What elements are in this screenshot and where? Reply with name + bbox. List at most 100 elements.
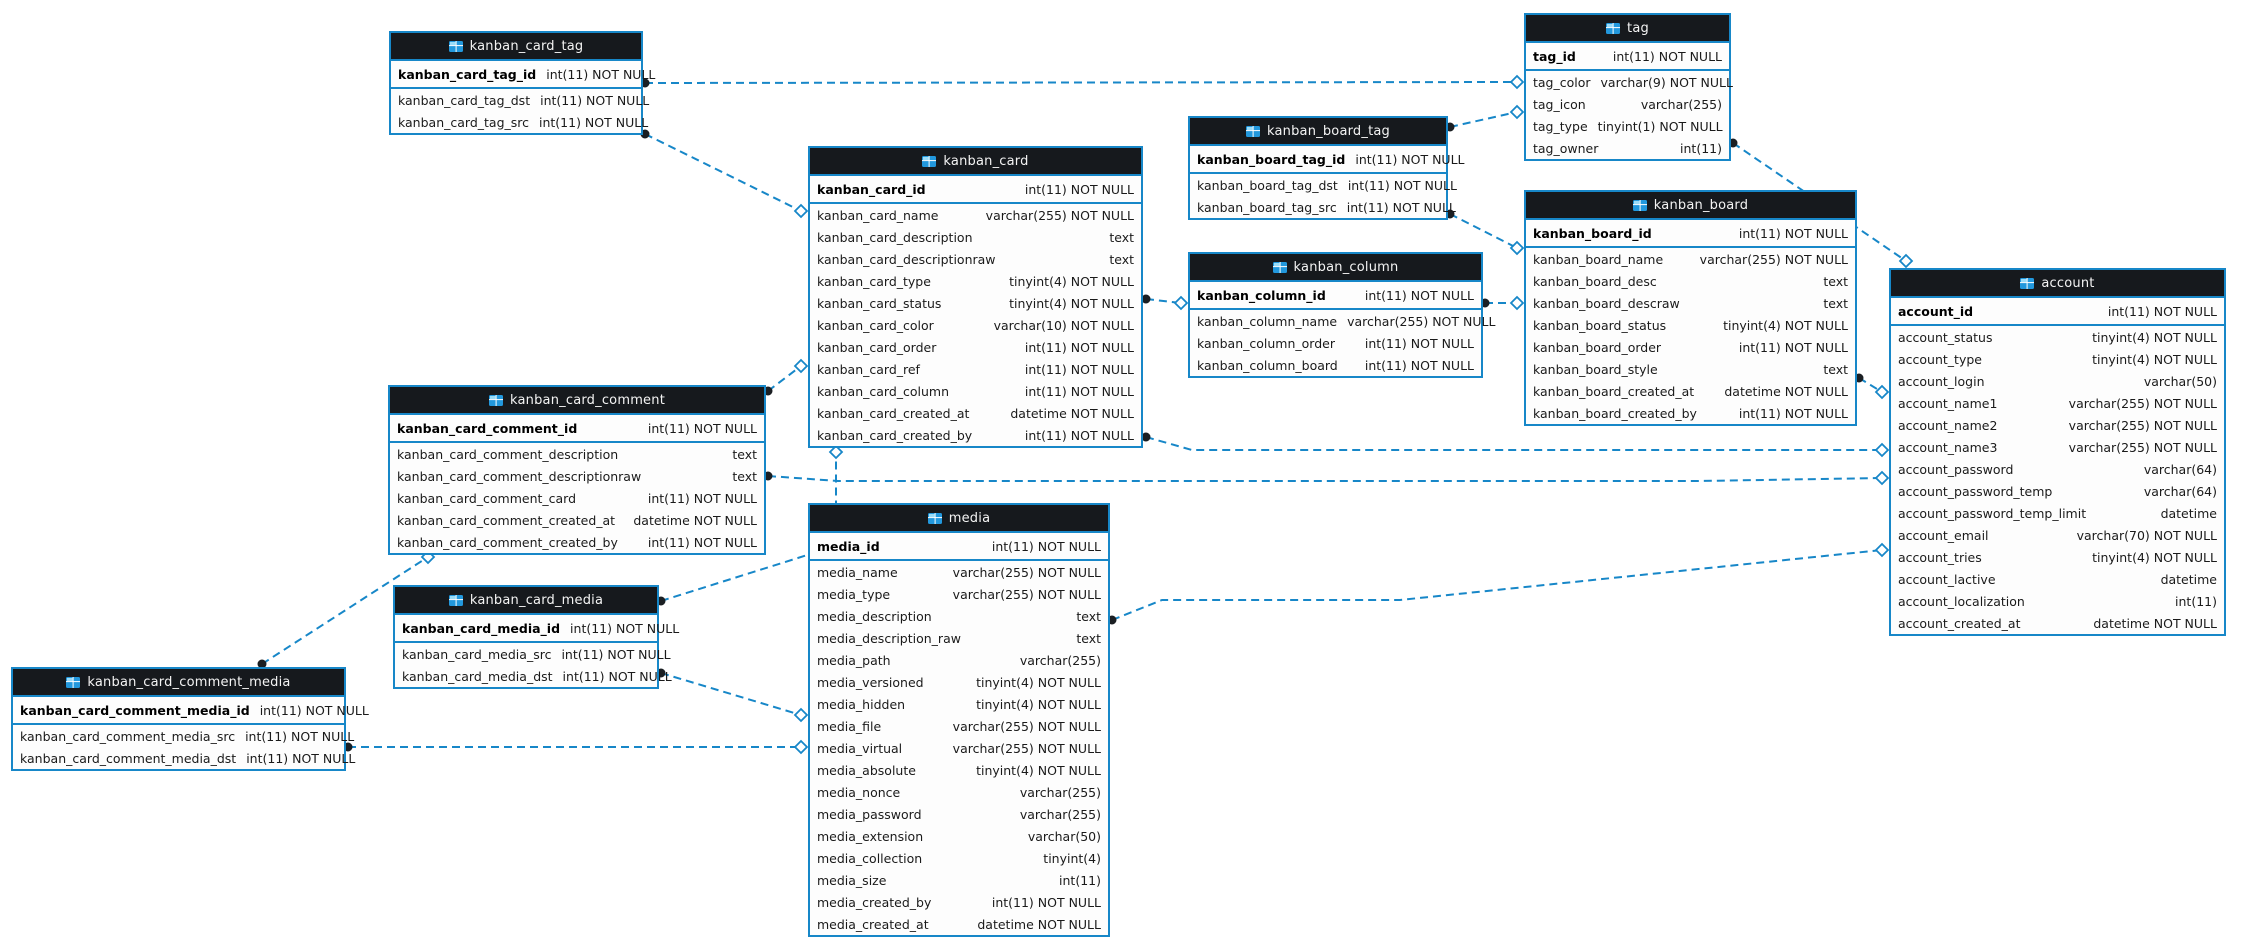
table-header-kanban_card_media[interactable]: kanban_card_media xyxy=(395,587,657,615)
table-header-kanban_board[interactable]: kanban_board xyxy=(1526,192,1855,220)
table-header-media[interactable]: media xyxy=(810,505,1108,533)
table-header-kanban_board_tag[interactable]: kanban_board_tag xyxy=(1190,118,1446,146)
table-header-kanban_card[interactable]: kanban_card xyxy=(810,148,1141,176)
table-header-kanban_card_tag[interactable]: kanban_card_tag xyxy=(391,33,641,61)
table-header-kanban_card_comment_media[interactable]: kanban_card_comment_media xyxy=(13,669,344,697)
table-header-account[interactable]: account xyxy=(1891,270,2224,298)
table-header-kanban_card_comment[interactable]: kanban_card_comment xyxy=(390,387,764,415)
table-header-tag[interactable]: tag xyxy=(1526,15,1729,43)
